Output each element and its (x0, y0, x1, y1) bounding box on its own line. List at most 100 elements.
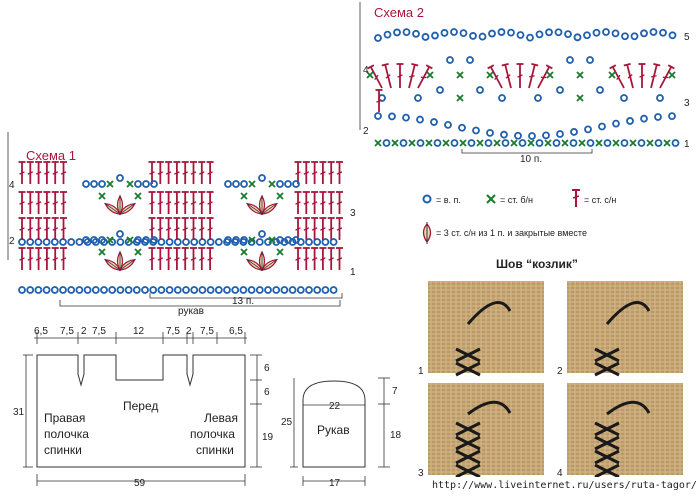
double-crochet-stitch (638, 63, 646, 88)
chain-stitch (108, 286, 117, 294)
chain-stitch (239, 286, 248, 294)
chain-stitch (67, 238, 76, 246)
chain-stitch (240, 180, 248, 188)
chain-stitch (276, 236, 284, 244)
double-crochet-stitch (327, 191, 335, 214)
chain-stitch (526, 33, 534, 42)
seam-step-1-label: 1 (418, 366, 424, 377)
single-crochet-stitch (546, 71, 554, 79)
double-crochet-stitch (35, 161, 43, 184)
stitch-legend: = в. п. = ст. б/н = ст. с/н = 3 ст. с/н … (422, 189, 616, 244)
double-crochet-stitch (375, 89, 383, 112)
double-crochet-stitch (165, 217, 173, 240)
chain-stitch (288, 286, 297, 294)
double-crochet-stitch (190, 217, 197, 240)
cluster-stitch (104, 258, 122, 271)
chain-stitch (430, 118, 438, 126)
seam-step-2-panel (567, 281, 683, 377)
double-crochet-stitch (173, 217, 181, 240)
single-crochet-stitch (576, 71, 584, 79)
single-crochet-stitch (426, 71, 434, 79)
chain-stitch (190, 286, 199, 294)
single-crochet-stitch (134, 192, 142, 200)
single-crochet-stitch (106, 236, 114, 244)
chain-stitch (292, 180, 300, 188)
chain-stitch (198, 286, 207, 294)
single-crochet-stitch (98, 192, 106, 200)
double-crochet-stitch (319, 191, 327, 214)
chain-stitch (134, 180, 142, 188)
chain-stitch (497, 28, 506, 36)
seam-panels (428, 281, 683, 479)
chain-stitch (414, 94, 422, 102)
double-crochet-stitch (181, 217, 189, 240)
chain-stitch (383, 30, 392, 39)
chain-stitch (90, 180, 98, 188)
chain-stitch (82, 236, 90, 244)
double-crochet-stitch (650, 62, 661, 89)
top-dimension-label: 2 (186, 326, 192, 337)
top-dimension-label: 7,5 (92, 326, 106, 337)
double-crochet-stitch (206, 247, 214, 270)
single-crochet-stitch (459, 139, 467, 147)
chain-stitch (534, 94, 542, 102)
scheme-1-section-label: рукав (178, 306, 204, 317)
right-dim-2: 6 (264, 387, 270, 398)
double-crochet-stitch (206, 191, 214, 214)
chain-stitch (569, 139, 578, 147)
double-crochet-stitch (165, 247, 173, 270)
seam-section: Шов “козлик” 1 2 3 4 (418, 257, 683, 479)
double-crochet-stitch (51, 247, 59, 270)
chain-stitch (402, 28, 411, 37)
single-crochet-stitch (374, 139, 382, 147)
chain-stitch (450, 139, 459, 147)
double-crochet-stitch (156, 217, 164, 240)
double-crochet-stitch (156, 247, 164, 270)
right-back-label-line-3: спинки (44, 443, 82, 457)
chain-stitch (100, 286, 108, 294)
double-crochet-stitch (198, 191, 206, 214)
double-crochet-stitch (198, 217, 206, 240)
double-crochet-stitch (26, 191, 34, 214)
chain-stitch (611, 29, 620, 38)
chain-stitch (214, 286, 223, 294)
double-crochet-stitch (35, 191, 43, 214)
chain-stitch (321, 286, 330, 294)
double-crochet-stitch (18, 217, 26, 240)
scheme-2: Схема 2 4 2 5 3 1 10 п. (359, 2, 690, 165)
chain-stitch (26, 286, 35, 294)
chain-stitch (542, 131, 550, 140)
chain-stitch (173, 238, 182, 246)
chain-stitch (402, 113, 410, 122)
cluster-stitch (258, 194, 266, 216)
chain-stitch (535, 30, 544, 39)
double-crochet-stitch (609, 64, 625, 89)
chain-stitch (75, 286, 84, 294)
chain-stitch (450, 28, 458, 36)
double-crochet-stitch (173, 161, 181, 184)
chain-stitch (75, 238, 84, 246)
scheme-1-row-1-label: 1 (350, 267, 356, 278)
chain-stitch (469, 32, 477, 40)
single-crochet-stitch (276, 192, 284, 200)
chain-stitch (90, 236, 98, 244)
chain-stitch (224, 180, 232, 188)
top-dimension-label: 6,5 (34, 326, 48, 337)
width-total-label: 59 (134, 478, 146, 489)
chain-stitch (240, 236, 248, 244)
double-crochet-stitch (501, 62, 512, 89)
double-crochet-stitch (26, 217, 34, 240)
chain-stitch (284, 180, 292, 188)
scheme-2-span-bracket (461, 149, 593, 154)
double-crochet-stitch (516, 63, 524, 88)
chain-stitch (476, 86, 484, 94)
chain-stitch (224, 236, 232, 244)
sleeve-bottom-width-label: 17 (329, 478, 341, 489)
chain-stitch (374, 34, 382, 42)
double-crochet-stitch (367, 64, 383, 89)
chain-stitch (206, 286, 215, 294)
chain-stitch (124, 286, 133, 294)
chain-stitch (280, 286, 289, 294)
chain-stitch (626, 117, 634, 125)
scheme-2-title: Схема 2 (374, 5, 424, 20)
